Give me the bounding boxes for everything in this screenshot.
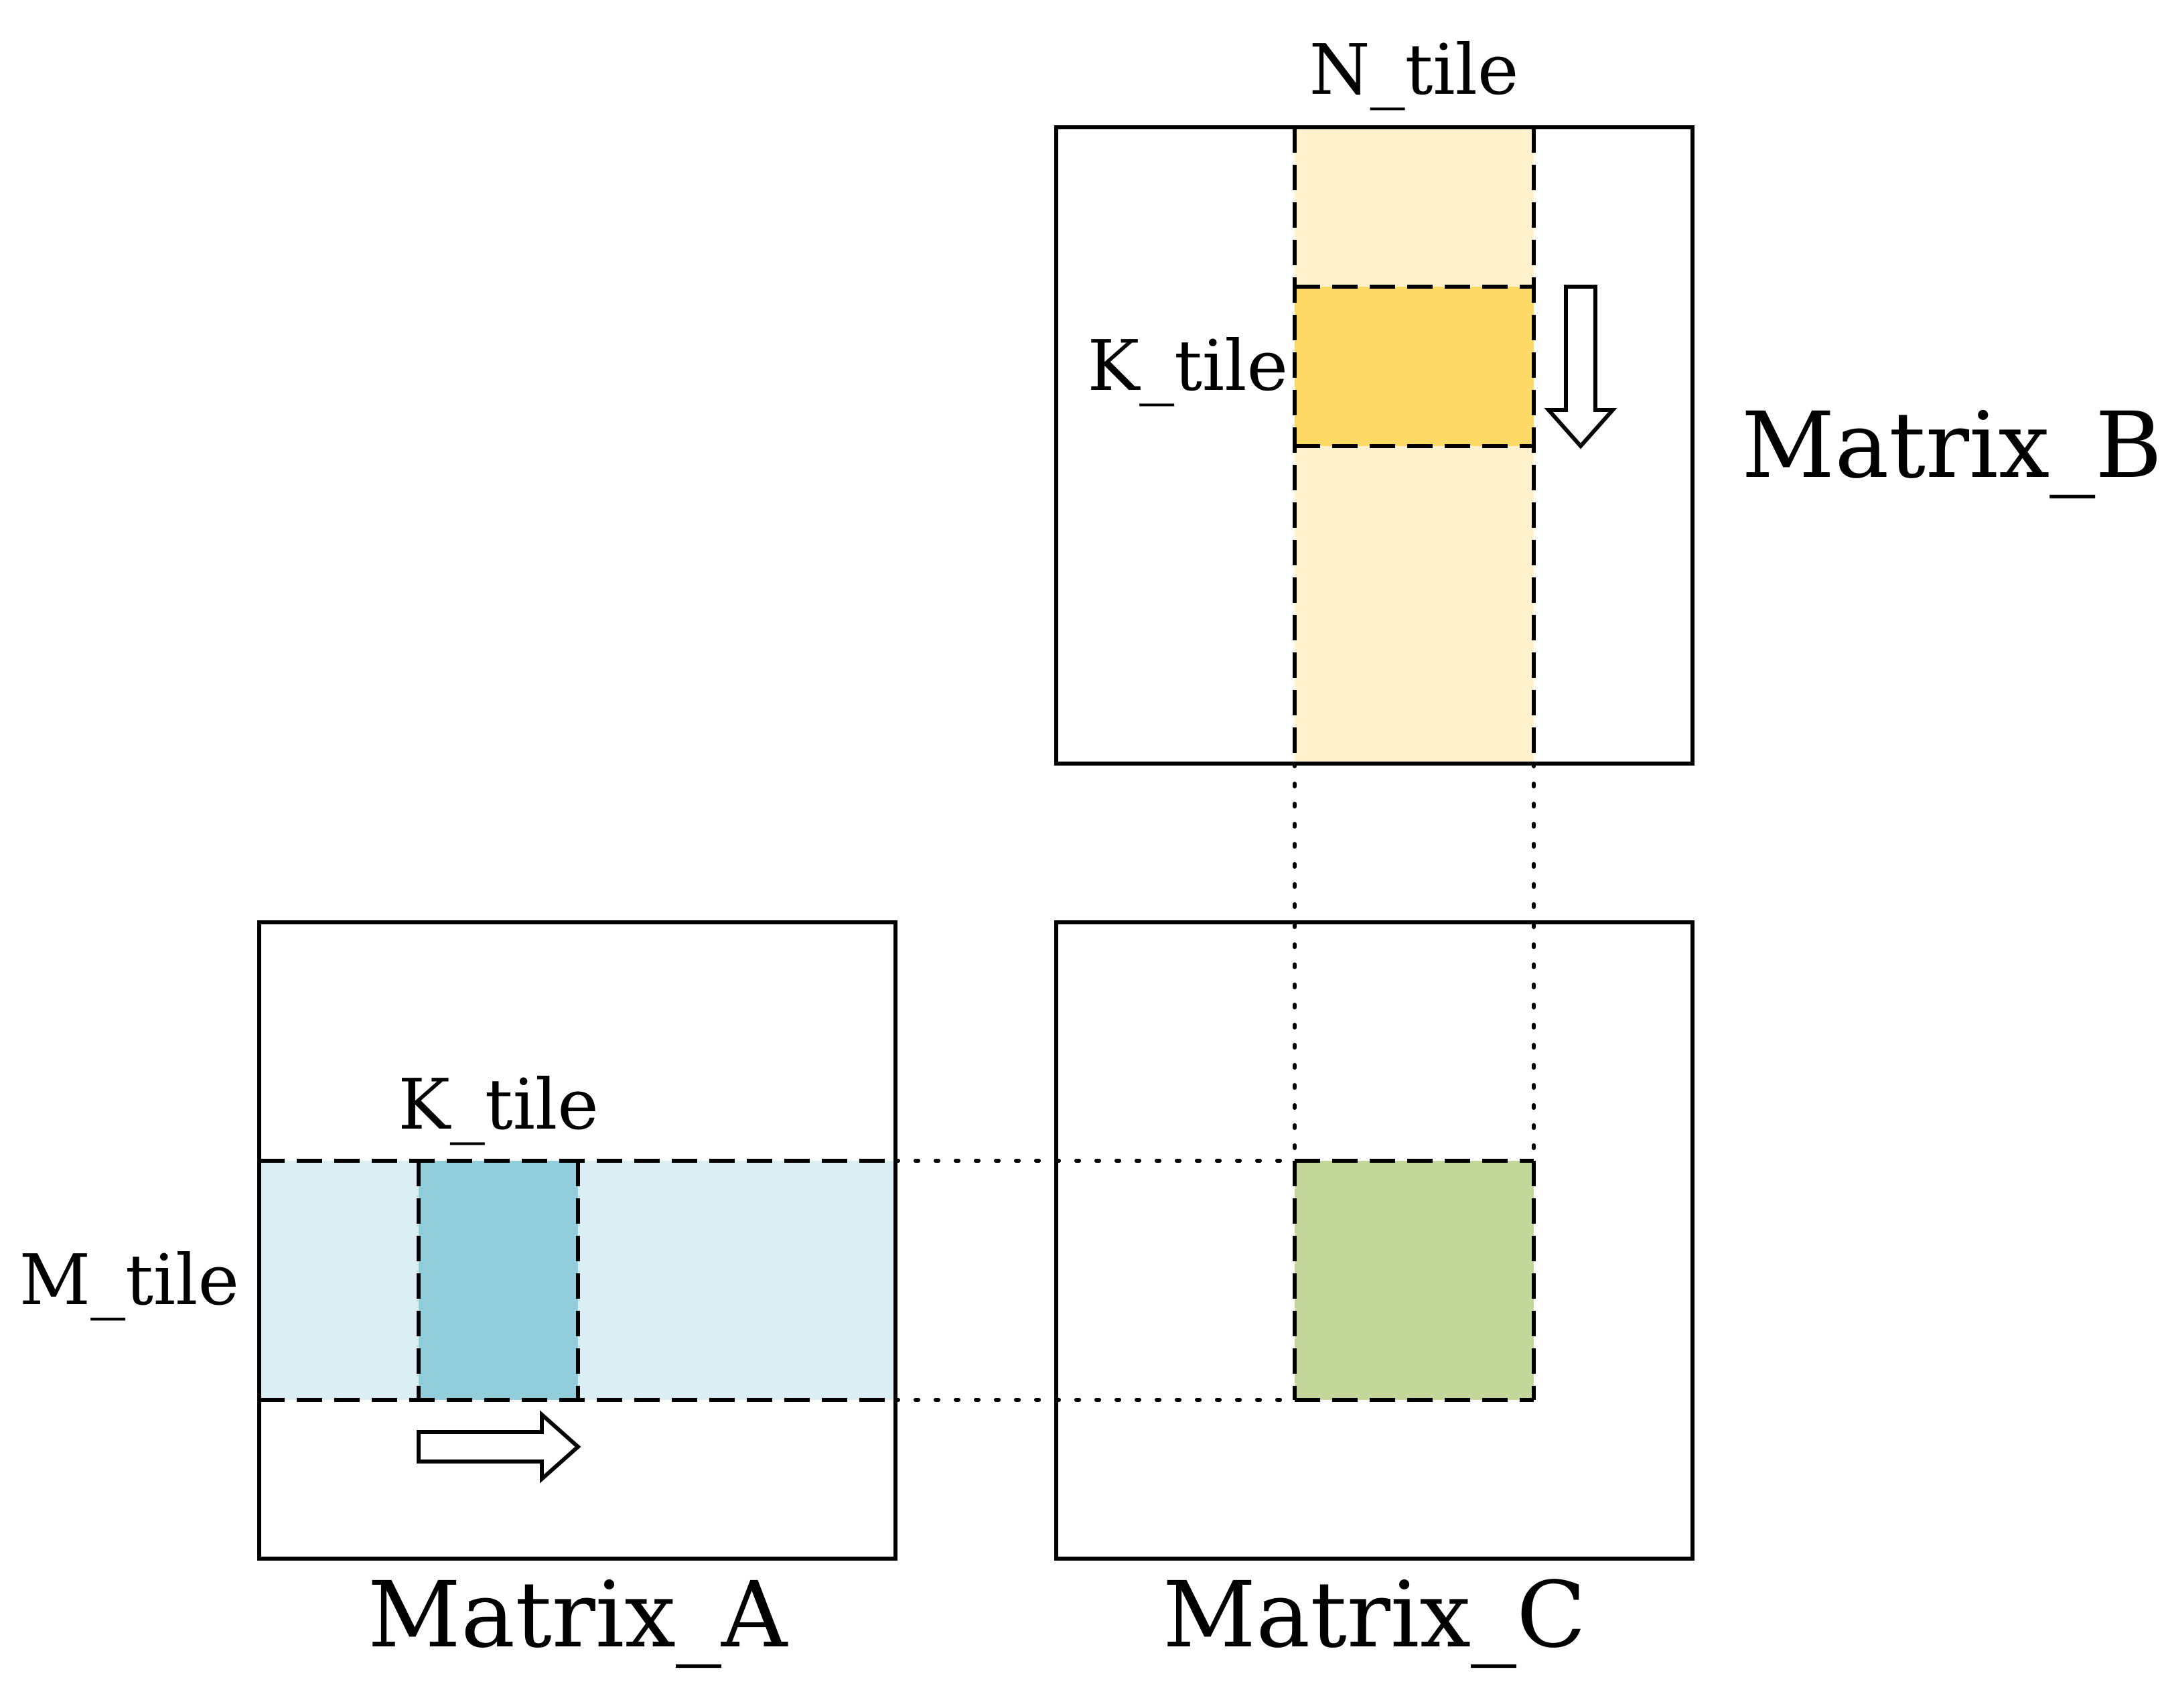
matrix-b-active-tile: [1295, 287, 1534, 446]
matrix-a: K_tile M_tile Matrix_A: [19, 920, 897, 1668]
matrix-b-border: [1054, 125, 1695, 766]
m-tile-label: M_tile: [19, 1239, 239, 1321]
matrix-b-k-tile-label: K_tile: [1087, 325, 1288, 407]
projection-guides: [893, 762, 1536, 1402]
matrix-a-border: [257, 920, 897, 1561]
matrix-c-output-tile: [1295, 1161, 1534, 1400]
matrix-a-k-tile-label: K_tile: [398, 1064, 599, 1145]
matrix-c: Matrix_C: [1054, 920, 1695, 1668]
matrix-a-title: Matrix_A: [368, 1563, 788, 1668]
matrix-b-title: Matrix_B: [1741, 393, 2160, 499]
right-arrow-icon: [417, 1410, 581, 1484]
matrix-b: N_tile K_tile Matrix_B: [1054, 29, 2160, 766]
matrix-c-title: Matrix_C: [1163, 1563, 1586, 1668]
down-arrow-icon: [1544, 285, 1617, 449]
matrix-c-border: [1054, 920, 1695, 1561]
matrix-a-active-tile: [419, 1161, 578, 1400]
n-tile-label: N_tile: [1309, 29, 1519, 111]
